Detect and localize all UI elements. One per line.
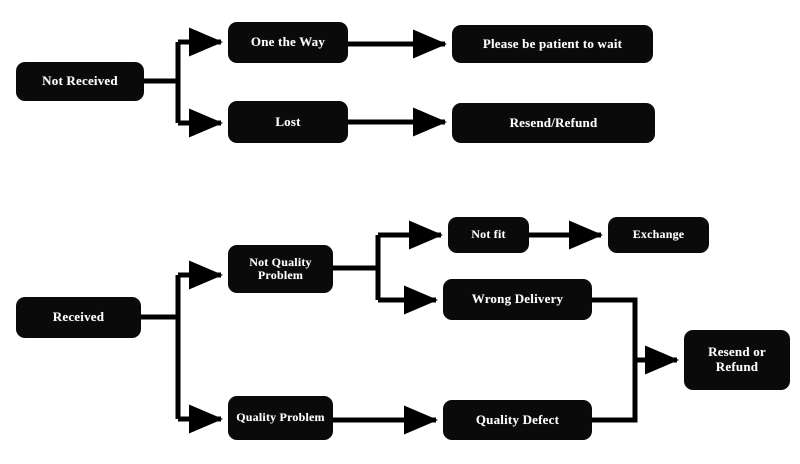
node-label: Not fit <box>471 227 506 242</box>
node-label: Quality Defect <box>475 411 560 427</box>
node-label: Lost <box>275 113 301 129</box>
node-label: Not Received <box>42 73 118 89</box>
node-exchange[interactable]: Exchange <box>608 217 709 253</box>
node-quality-problem[interactable]: Quality Problem <box>228 396 333 440</box>
node-received[interactable]: Received <box>16 297 141 338</box>
node-label: Quality Problem <box>236 410 325 425</box>
node-lost[interactable]: Lost <box>228 101 348 143</box>
node-one-the-way[interactable]: One the Way <box>228 22 348 63</box>
node-resend-or-refund[interactable]: Resend or Refund <box>684 330 790 390</box>
node-label: Resend or Refund <box>708 344 766 374</box>
node-label: Resend/Refund <box>509 114 598 130</box>
node-not-quality-problem[interactable]: Not Quality Problem <box>228 245 333 293</box>
connector-group <box>141 27 679 435</box>
node-please-be-patient[interactable]: Please be patient to wait <box>452 25 653 63</box>
node-label: Exchange <box>632 227 685 242</box>
node-not-received[interactable]: Not Received <box>16 62 144 101</box>
node-label: One the Way <box>250 34 326 50</box>
edge-quality-defect-merge <box>592 360 638 423</box>
node-label: Not Quality Problem <box>249 254 312 282</box>
edge-wrong-deliv-merge <box>592 297 638 360</box>
node-label: Please be patient to wait <box>482 35 623 51</box>
node-label: Received <box>52 309 105 325</box>
node-label: Wrong Delivery <box>471 291 564 307</box>
node-resend-refund[interactable]: Resend/Refund <box>452 103 655 143</box>
node-wrong-delivery[interactable]: Wrong Delivery <box>443 279 592 320</box>
node-not-fit[interactable]: Not fit <box>448 217 529 253</box>
node-quality-defect[interactable]: Quality Defect <box>443 400 592 440</box>
